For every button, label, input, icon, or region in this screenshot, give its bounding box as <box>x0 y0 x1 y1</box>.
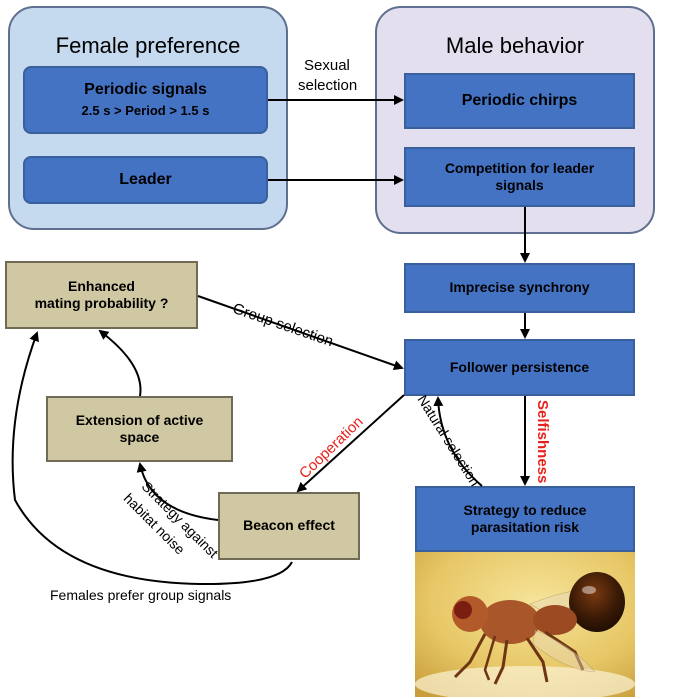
male-behavior-title: Male behavior <box>445 33 585 58</box>
competition-box: Competition for leader signals <box>404 147 635 207</box>
arrow-active-space-mating <box>98 329 142 397</box>
arrow-group-selection <box>197 295 404 371</box>
imprecise-synchrony-label: Imprecise synchrony <box>449 279 590 296</box>
imprecise-synchrony-box: Imprecise synchrony <box>404 263 635 313</box>
enhanced-mating-line1: Enhanced <box>68 277 135 294</box>
beacon-effect-label: Beacon effect <box>243 517 335 534</box>
periodic-chirps-box: Periodic chirps <box>404 73 635 129</box>
competition-line2: signals <box>495 177 544 193</box>
strategy-parasitation-line2: parasitation risk <box>470 519 580 535</box>
follower-persistence-box: Follower persistence <box>404 339 635 396</box>
periodic-signals-title: Periodic signals <box>84 81 207 99</box>
arrow-strategy-noise <box>136 462 219 521</box>
arrow-cooperation <box>296 394 405 493</box>
beacon-effect-box: Beacon effect <box>218 492 360 560</box>
competition-line1: Competition for leader <box>444 159 595 176</box>
enhanced-mating-box: Enhanced mating probability ? <box>5 261 198 329</box>
arrow-females-prefer <box>11 331 293 586</box>
active-space-line2: space <box>119 429 160 445</box>
follower-persistence-label: Follower persistence <box>449 358 590 375</box>
female-preference-title: Female preference <box>55 33 241 58</box>
active-space-line1: Extension of active <box>75 411 204 428</box>
parasitoid-fly-photo <box>415 552 635 697</box>
strategy-parasitation-box: Strategy to reduce parasitation risk <box>415 486 635 552</box>
label-selfishness: Selfishness <box>534 400 551 484</box>
periodic-chirps-label: Periodic chirps <box>461 92 578 109</box>
periodic-signals-range: 2.5 s > Period > 1.5 s <box>81 103 210 119</box>
leader-label: Leader <box>119 171 172 188</box>
label-selection: selection <box>298 77 358 94</box>
strategy-parasitation-line1: Strategy to reduce <box>463 501 587 518</box>
label-sexual: Sexual <box>304 57 350 74</box>
active-space-box: Extension of active space <box>46 396 233 462</box>
periodic-signals-box: Periodic signals 2.5 s > Period > 1.5 s <box>23 66 268 134</box>
leader-box: Leader <box>23 156 268 204</box>
enhanced-mating-line2: mating probability ? <box>34 295 169 311</box>
arrow-natural-selection <box>433 396 483 487</box>
label-females-prefer: Females prefer group signals <box>50 587 232 603</box>
